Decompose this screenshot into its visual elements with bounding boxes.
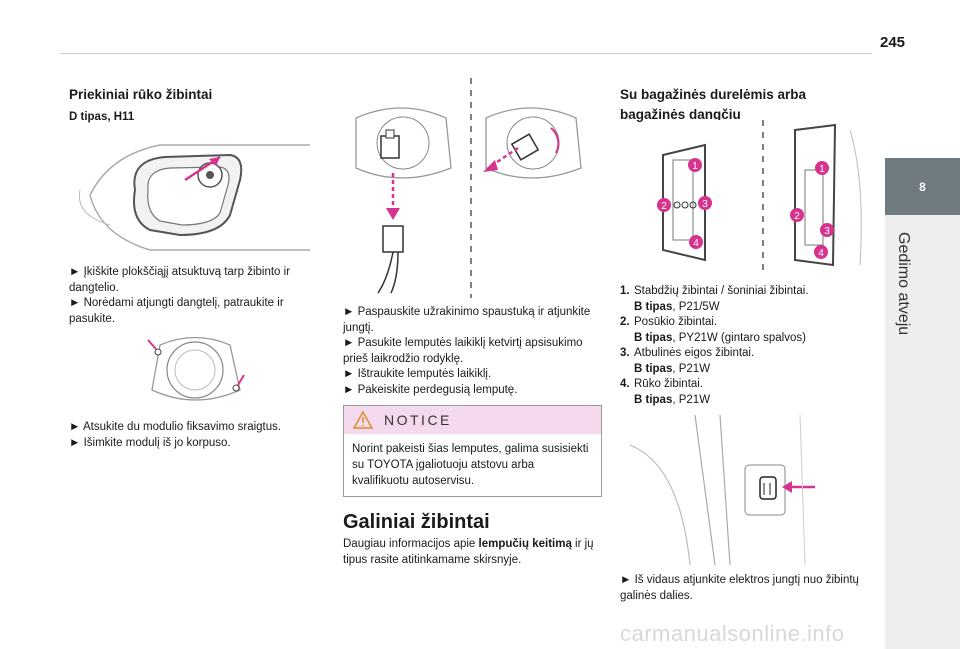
step-replace-bulb: Pakeiskite perdegusią lemputę. (343, 383, 601, 399)
callout-1-b: 1 (819, 164, 825, 175)
step-unscrew: Atsukite du modulio fiksavimo sraigtus. (69, 420, 299, 436)
rear-lights-intro: Daugiau informacijos apie lempučių keiti… (343, 537, 601, 568)
tailgate-heading: Su bagažinės durelėmis arba bagažinės da… (620, 85, 806, 125)
chapter-title: Gedimo atveju (895, 232, 912, 336)
rear-lamp-illustration: 1 2 3 4 1 2 3 4 (655, 120, 870, 270)
page-number: 245 (880, 34, 906, 51)
step-disconnect-connector: Iš vidaus atjunkite elektros jungtį nuo … (620, 573, 860, 604)
tailgate-heading-line1: Su bagažinės durelėmis arba (620, 87, 807, 102)
fog-lights-heading: Priekiniai rūko žibintai (69, 87, 213, 102)
step-turn-holder: Pasukite lemputės laikiklį ketvirtį apsi… (343, 336, 601, 367)
callout-markers: 1 2 3 4 1 2 3 4 (657, 158, 834, 259)
notice-header: NOTICE (344, 406, 601, 434)
chapter-tab[interactable]: 8 (885, 158, 960, 215)
rear-connector-illustration (620, 415, 835, 565)
callout-1: 1 (692, 161, 698, 172)
step-pull-turn-cover: Norėdami atjungti dangtelį, patraukite i… (69, 296, 299, 327)
fog-lamp-cover-illustration (70, 135, 310, 260)
lamp-item: 3.Atbulinės eigos žibintai.B tipas, P21W (620, 347, 755, 375)
watermark: carmanualsonline.info (620, 621, 845, 646)
cover-steps: Įkiškite plokščiąjį atsuktuvą tarp žibin… (69, 265, 299, 327)
notice-text: Norint pakeisti šias lemputes, galima su… (352, 443, 589, 487)
step-pull-holder: Ištraukite lemputės laikiklį. (343, 367, 601, 383)
lamp-item: 1.Stabdžių žibintai / šoniniai žibintai.… (620, 285, 809, 313)
callout-3-b: 3 (824, 226, 830, 237)
step-press-clip: Paspauskite užrakinimo spaustuką ir atju… (343, 305, 601, 336)
bulb-replacement-illustration (343, 78, 600, 298)
lamp-item: 2.Posūkio žibintai.B tipas, PY21W (ginta… (620, 316, 806, 344)
callout-4: 4 (693, 238, 699, 249)
intro-text-2: ir jų tipus rasite atitinkamame skirsnyj… (343, 538, 594, 566)
chapter-sidebar (885, 215, 960, 649)
step-insert-screwdriver: Įkiškite plokščiąjį atsuktuvą tarp žibin… (69, 265, 299, 296)
intro-text-1: Daugiau informacijos apie (343, 538, 479, 550)
warning-icon (352, 410, 374, 429)
callout-3: 3 (702, 199, 708, 210)
bulb-steps: Paspauskite užrakinimo spaustuką ir atju… (343, 305, 601, 398)
rear-lights-title: Galiniai žibintai (343, 511, 490, 533)
fog-module-illustration (140, 330, 250, 410)
callout-4-b: 4 (818, 248, 824, 259)
header-divider (60, 53, 872, 54)
module-steps: Atsukite du modulio fiksavimo sraigtus. … (69, 420, 299, 451)
type-subheading: D tipas, H11 (69, 111, 135, 123)
lamp-list: 1.Stabdžių žibintai / šoniniai žibintai.… (620, 284, 870, 408)
tailgate-heading-line2: bagažinės dangčiu (620, 107, 741, 122)
callout-2: 2 (661, 201, 667, 212)
disconnect-step: Iš vidaus atjunkite elektros jungtį nuo … (620, 573, 860, 604)
notice-box: NOTICE Norint pakeisti šias lemputes, ga… (343, 405, 602, 497)
lamp-item: 4.Rūko žibintai.B tipas, P21W (620, 378, 711, 406)
callout-2-b: 2 (794, 211, 800, 222)
intro-bold: lempučių keitimą (478, 538, 572, 550)
step-remove-module: Išimkite modulį iš jo korpuso. (69, 436, 299, 452)
notice-label: NOTICE (384, 412, 452, 428)
